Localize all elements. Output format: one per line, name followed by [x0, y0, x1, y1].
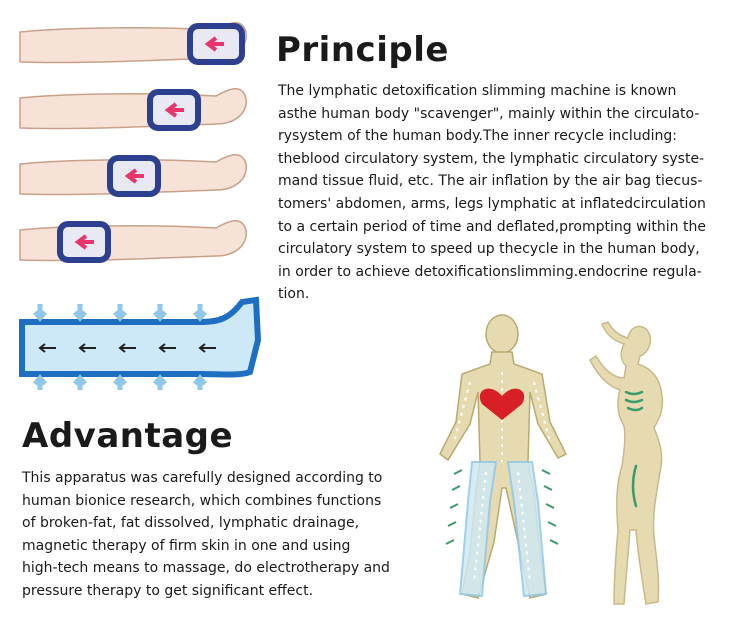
leg-2: [19, 88, 247, 131]
flow-arrow-icon: [78, 343, 96, 353]
pressure-arrow-icon: [33, 304, 47, 322]
pressure-arrow-icon: [153, 304, 167, 322]
advantage-title: Advantage: [22, 416, 234, 456]
pressure-arrow-icon: [73, 374, 87, 390]
leg-compression-illustration: [19, 22, 247, 263]
pressure-arrow-icon: [113, 374, 127, 390]
principle-title: Principle: [276, 30, 449, 70]
pink-arrow-icon: [164, 102, 184, 118]
leg-3: [19, 154, 247, 197]
pressure-arrow-icon: [193, 304, 207, 322]
pressure-arrow-icon: [73, 304, 87, 322]
flow-tube: [19, 296, 262, 378]
flow-arrow-icon: [38, 343, 56, 353]
pink-arrow-icon: [74, 234, 94, 250]
flow-arrow-icon: [158, 343, 176, 353]
principle-text: The lymphatic detoxification slimming ma…: [278, 83, 706, 303]
female-silhouette-illustration: [589, 321, 664, 605]
pink-arrow-icon: [124, 168, 144, 184]
flow-arrow-icon: [118, 343, 136, 353]
leg-1: [19, 22, 247, 65]
leg-4: [19, 220, 247, 263]
pressure-arrow-icon: [113, 304, 127, 322]
heart-icon: [479, 388, 525, 420]
flow-arrow-icon: [198, 343, 216, 353]
pressure-arrow-icon: [153, 374, 167, 390]
pressure-arrow-icon: [193, 374, 207, 390]
lymph-flow-illustration: [19, 296, 262, 390]
pressure-arrow-icon: [33, 374, 47, 390]
pink-arrow-icon: [204, 36, 224, 52]
human-body-circulation-illustration: [439, 314, 568, 599]
advantage-text: This apparatus was carefully designed ac…: [22, 470, 390, 599]
